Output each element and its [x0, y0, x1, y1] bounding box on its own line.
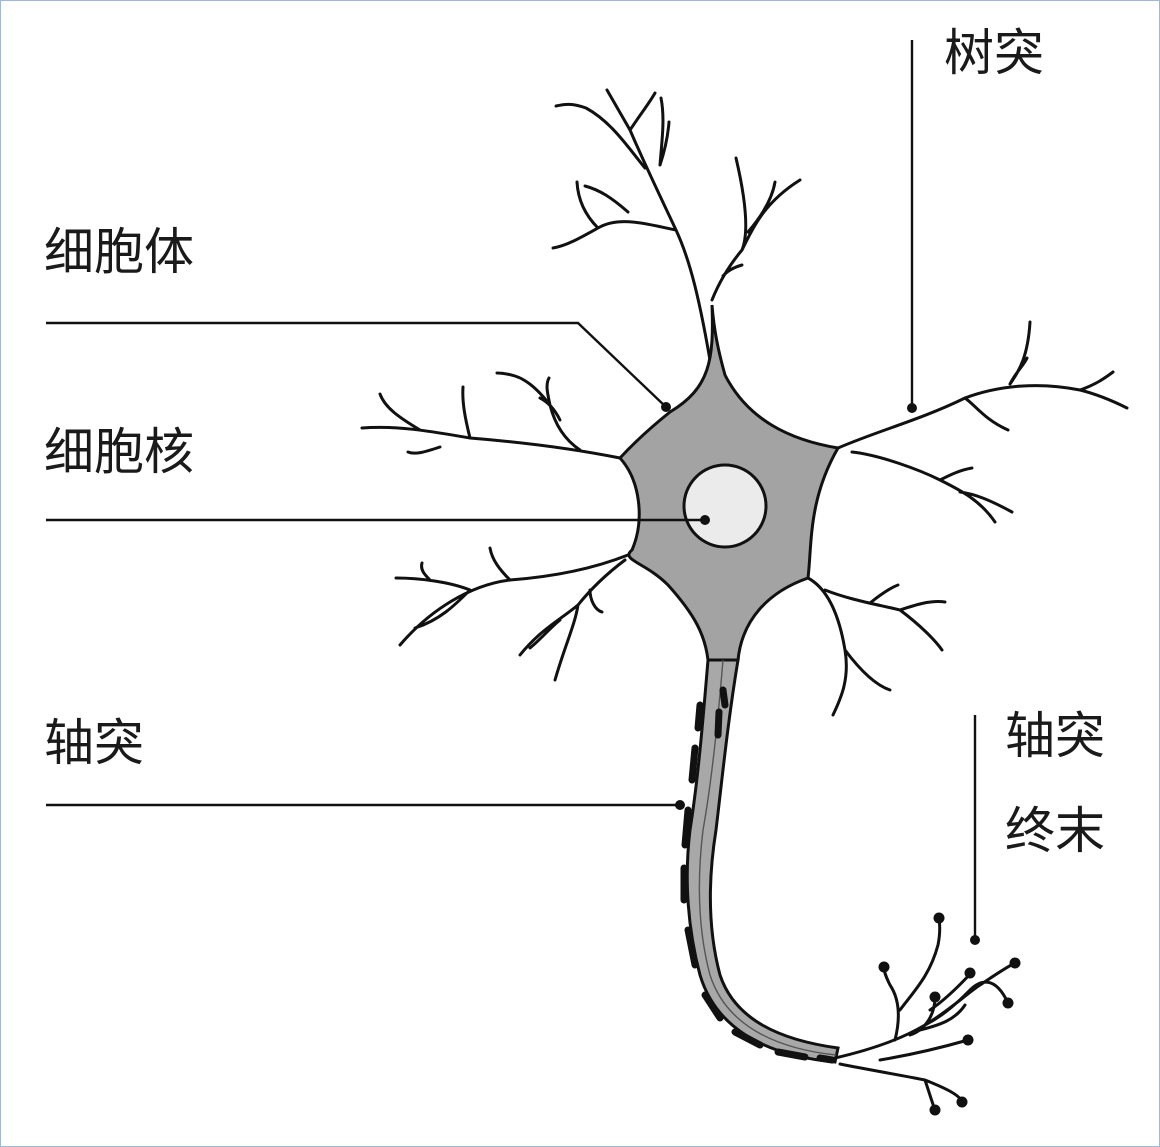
label-axon-terminal-line2: 终末	[1005, 802, 1105, 860]
label-axon-terminal-line1: 轴突	[1005, 707, 1105, 765]
axon-core-line	[698, 659, 837, 1056]
label-nucleus: 细胞核	[44, 423, 194, 481]
dendrite-lower-left	[394, 546, 630, 682]
leader-cell-body	[46, 321, 667, 408]
myelin-sheath	[680, 686, 836, 1064]
dendrite-top	[551, 88, 802, 374]
label-axon: 轴突	[44, 714, 144, 772]
axon-terminal-branches	[833, 912, 1021, 1116]
label-cell-body: 细胞体	[44, 223, 194, 281]
dendrites	[360, 88, 1129, 717]
dendrite-lower-right	[806, 576, 947, 717]
axon-shaft	[685, 658, 840, 1064]
leader-lines	[46, 40, 980, 945]
axon-terminal-branch	[833, 916, 1017, 1112]
axon-terminal-knobs	[878, 912, 1021, 1116]
nucleus	[682, 463, 768, 549]
dendrite-right	[836, 320, 1129, 524]
label-dendrite: 树突	[944, 24, 1044, 82]
dendrite-left	[360, 371, 622, 460]
